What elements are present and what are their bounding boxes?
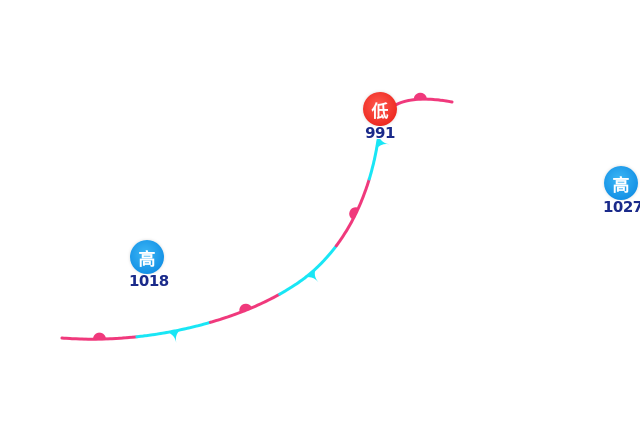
high-pressure-icon: 高 [130,240,164,274]
pressure-value: 1018 [129,272,169,290]
front-symbols [92,92,427,343]
warm-front-semicircle [349,207,359,220]
cold-front-triangle [167,329,181,343]
pressure-value: 991 [365,124,395,142]
cold-front-segment [135,320,212,339]
low-pressure-center: 低 991 [362,92,398,142]
low-pressure-icon: 低 [363,92,397,126]
high-pressure-center-west: 高 1018 [129,240,169,290]
cold-front-segment [278,244,338,296]
pressure-value: 1027 [603,198,640,216]
warm-front-semicircle [92,332,106,340]
cold-front-triangle [376,135,390,150]
high-pressure-icon: 高 [604,166,638,200]
warm-front-semicircle [239,303,252,313]
high-pressure-center-east: 高 1027 [603,166,640,216]
warm-front-semicircle [413,92,427,100]
warm-front-segment [388,97,454,110]
cold-front-triangle [305,268,319,283]
